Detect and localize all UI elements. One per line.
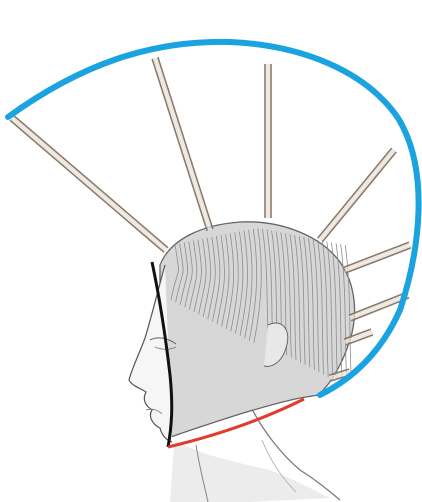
hair-strand	[318, 148, 397, 242]
hair-strand	[10, 116, 168, 253]
hair-strand	[265, 64, 271, 218]
hair-strand	[152, 57, 213, 231]
hair-strand	[344, 242, 411, 273]
hair-mass	[159, 222, 354, 438]
